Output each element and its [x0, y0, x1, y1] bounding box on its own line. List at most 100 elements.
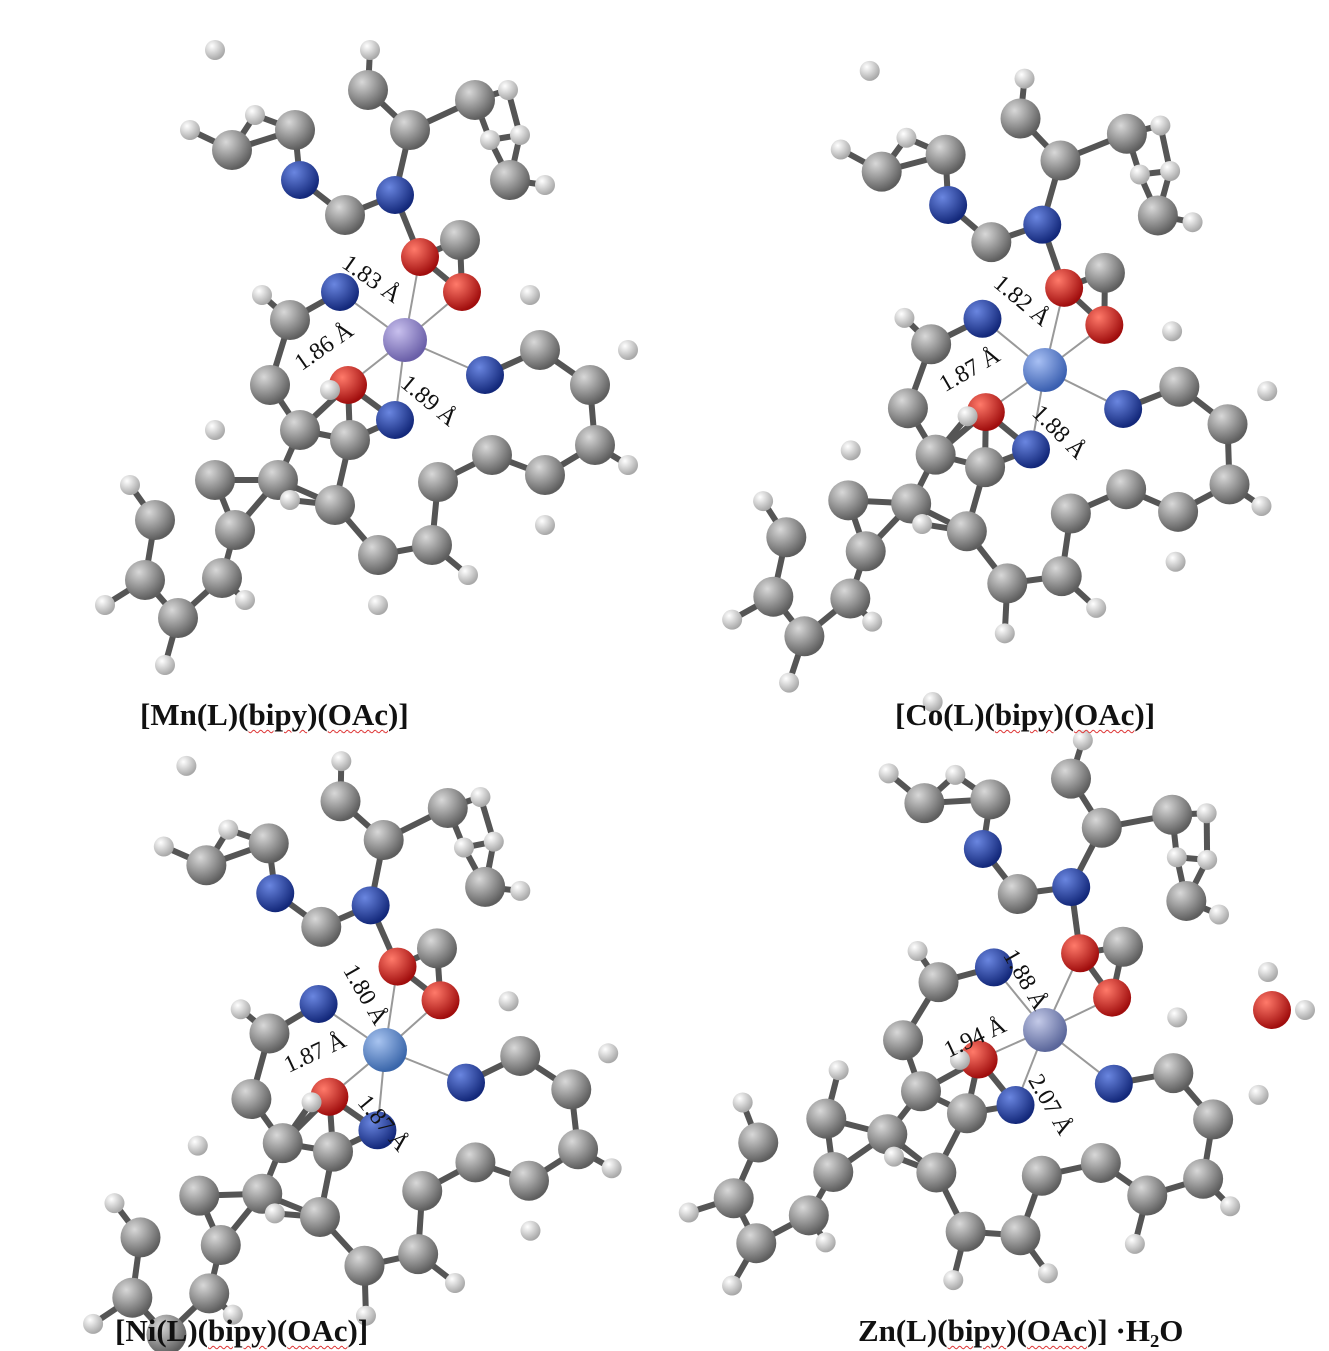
carbon-atom [250, 365, 290, 405]
carbon-atom [736, 1223, 777, 1264]
metal-atom [1023, 348, 1067, 392]
hydrogen-atom [1196, 803, 1217, 824]
carbon-atom [1193, 1099, 1234, 1140]
hydrogen-atom [815, 1232, 836, 1253]
carbon-atom [158, 598, 198, 638]
carbon-atom [146, 1314, 187, 1351]
metal-atom [383, 318, 427, 362]
nitrogen-atom [299, 984, 338, 1023]
hydrogen-atom [859, 60, 880, 81]
carbon-atom [363, 819, 404, 860]
caption-ni-complex: [Ni(L)(bipy)(OAc)] [115, 1313, 368, 1349]
hydrogen-atom [510, 125, 530, 145]
hydrogen-atom [355, 1305, 376, 1326]
carbon-atom [186, 845, 227, 886]
nitrogen-atom [963, 829, 1002, 868]
carbon-atom [313, 1131, 354, 1172]
hydrogen-atom [598, 1043, 619, 1064]
carbon-atom [315, 485, 355, 525]
caption-part: OAc [327, 697, 389, 732]
carbon-atom [925, 134, 966, 175]
carbon-atom [1127, 1175, 1168, 1216]
carbon-atom [402, 1170, 443, 1211]
hydrogen-atom [1257, 381, 1278, 402]
carbon-atom [766, 517, 807, 558]
carbon-atom [738, 1122, 779, 1163]
carbon-atom [1081, 807, 1122, 848]
hydrogen-atom [722, 1275, 743, 1296]
carbon-atom [215, 510, 255, 550]
nitrogen-atom [256, 874, 295, 913]
carbon-atom [551, 1069, 592, 1110]
nitrogen-atom [974, 948, 1013, 987]
caption-part: OAc [1074, 697, 1135, 732]
molecule-panel-2 [722, 60, 1278, 693]
hydrogen-atom [678, 1202, 699, 1223]
hydrogen-atom [483, 831, 504, 852]
nitrogen-atom [447, 1063, 486, 1102]
carbon-atom [1209, 464, 1250, 505]
caption-part: [Mn(L)( [140, 697, 249, 732]
hydrogen-atom [280, 490, 300, 510]
carbon-atom [904, 783, 945, 824]
carbon-atom [525, 455, 565, 495]
oxygen-atom [1085, 305, 1124, 344]
hydrogen-atom [1197, 849, 1218, 870]
carbon-atom [788, 1195, 829, 1236]
hydrogen-atom [883, 1146, 904, 1167]
hydrogen-atom [120, 475, 140, 495]
oxygen-atom [1045, 268, 1084, 307]
carbon-atom [270, 300, 310, 340]
carbon-atom [200, 1225, 241, 1266]
carbon-atom [344, 1245, 385, 1286]
carbon-atom [416, 928, 457, 969]
carbon-atom [231, 1079, 272, 1120]
carbon-atom [867, 1114, 908, 1155]
oxygen-atom [401, 238, 439, 276]
hydrogen-atom [153, 836, 174, 857]
carbon-atom [1137, 195, 1178, 236]
hydrogen-atom [949, 1049, 970, 1070]
hydrogen-atom [470, 787, 491, 808]
hydrogen-atom [1208, 904, 1229, 925]
hydrogen-atom [943, 1270, 964, 1291]
carbon-atom [806, 1098, 847, 1139]
carbon-atom [1106, 469, 1147, 510]
carbon-atom [887, 388, 928, 429]
carbon-atom [753, 576, 794, 617]
hydrogen-atom [878, 763, 899, 784]
hydrogen-atom [498, 80, 518, 100]
caption-part: bipy [947, 1313, 1007, 1348]
carbon-atom [427, 788, 468, 829]
hydrogen-atom [862, 611, 883, 632]
hydrogen-atom [1167, 1007, 1188, 1028]
carbon-atom [1103, 926, 1144, 967]
carbon-atom [987, 563, 1028, 604]
hydrogen-atom [994, 623, 1015, 644]
hydrogen-atom [896, 127, 917, 148]
carbon-atom [520, 330, 560, 370]
hydrogen-atom [753, 491, 774, 512]
carbon-atom [325, 195, 365, 235]
caption-part: )] [347, 1313, 369, 1348]
hydrogen-atom [957, 406, 978, 427]
caption-part: )( [1006, 1313, 1027, 1348]
hydrogen-atom [360, 40, 380, 60]
hydrogen-atom [1251, 495, 1272, 516]
caption-part: [Ni(L)( [115, 1313, 208, 1348]
caption-part: bipy [994, 697, 1054, 732]
hydrogen-atom [732, 1092, 753, 1113]
nitrogen-atom [1104, 389, 1143, 428]
carbon-atom [911, 324, 952, 365]
hydrogen-atom [235, 590, 255, 610]
carbon-atom [784, 616, 825, 657]
carbon-atom [455, 1142, 496, 1183]
carbon-atom [412, 525, 452, 565]
carbon-atom [830, 578, 871, 619]
carbon-atom [455, 80, 495, 120]
oxygen-atom [421, 981, 460, 1020]
hydrogen-atom [480, 130, 500, 150]
carbon-atom [500, 1035, 541, 1076]
hydrogen-atom [245, 105, 265, 125]
